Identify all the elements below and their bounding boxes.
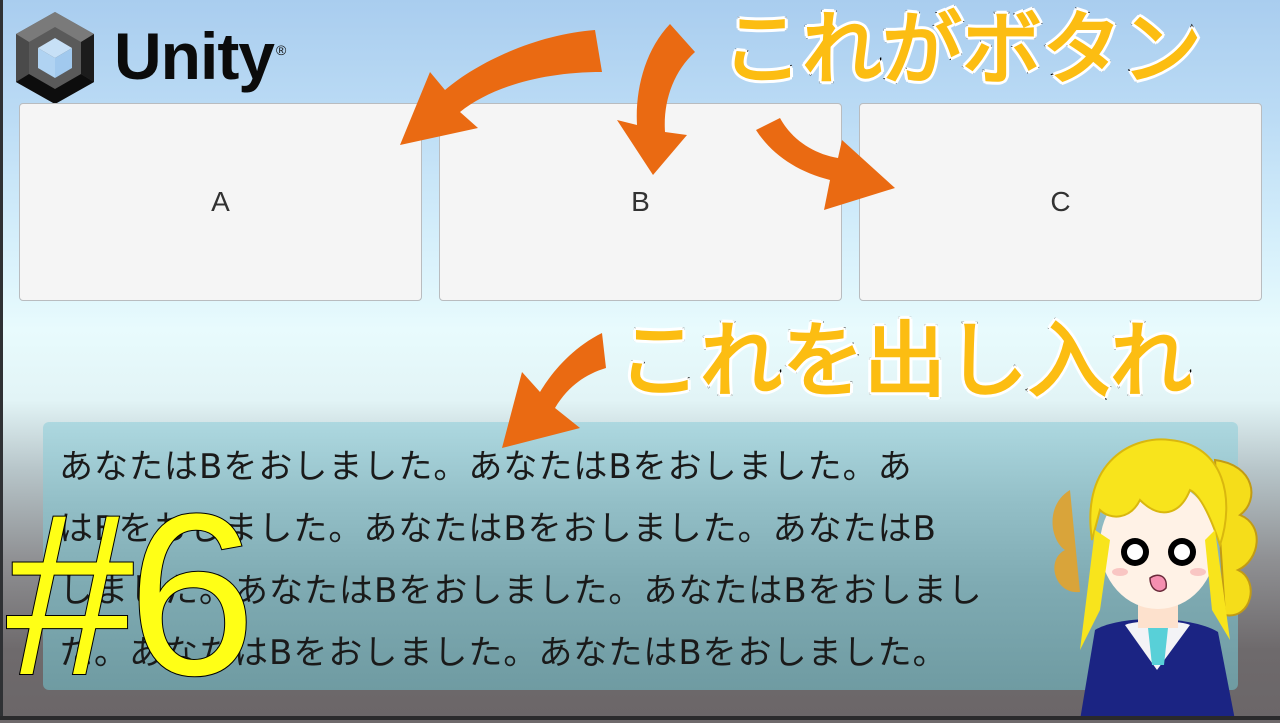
window-edge: [0, 0, 3, 720]
unity-cube-icon: [16, 12, 94, 104]
button-c-label: C: [1050, 186, 1071, 217]
anime-girl-mascot-icon: [1052, 438, 1258, 720]
message-line: しました。あなたはBをおしました。あなたはBをおしまし: [59, 571, 983, 611]
episode-number: #6: [5, 466, 257, 723]
unity-logo: Unity ®: [8, 8, 286, 108]
window-bottom-edge: [0, 716, 1280, 720]
button-b-label: B: [631, 186, 650, 217]
unity-wordmark: Unity: [114, 19, 275, 93]
caption-this-is-button: これがボタン: [720, 1, 1204, 98]
message-line: あなたはBをおしました。あなたはBをおしました。あ: [59, 447, 913, 487]
button-b[interactable]: B: [439, 103, 842, 301]
message-line: はBをおしました。あなたはBをおしました。あなたはB: [59, 509, 937, 549]
button-a-label: A: [211, 186, 230, 217]
caption-toggle-this: これを出し入れ: [616, 312, 1194, 411]
button-c[interactable]: C: [859, 103, 1262, 301]
button-a[interactable]: A: [19, 103, 422, 301]
message-text-panel: あなたはBをおしました。あなたはBをおしました。あ はBをおしました。あなたはB…: [43, 422, 1238, 690]
registered-mark: ®: [276, 42, 287, 58]
message-line: た。あなたはBをおしました。あなたはBをおしました。: [59, 633, 948, 673]
